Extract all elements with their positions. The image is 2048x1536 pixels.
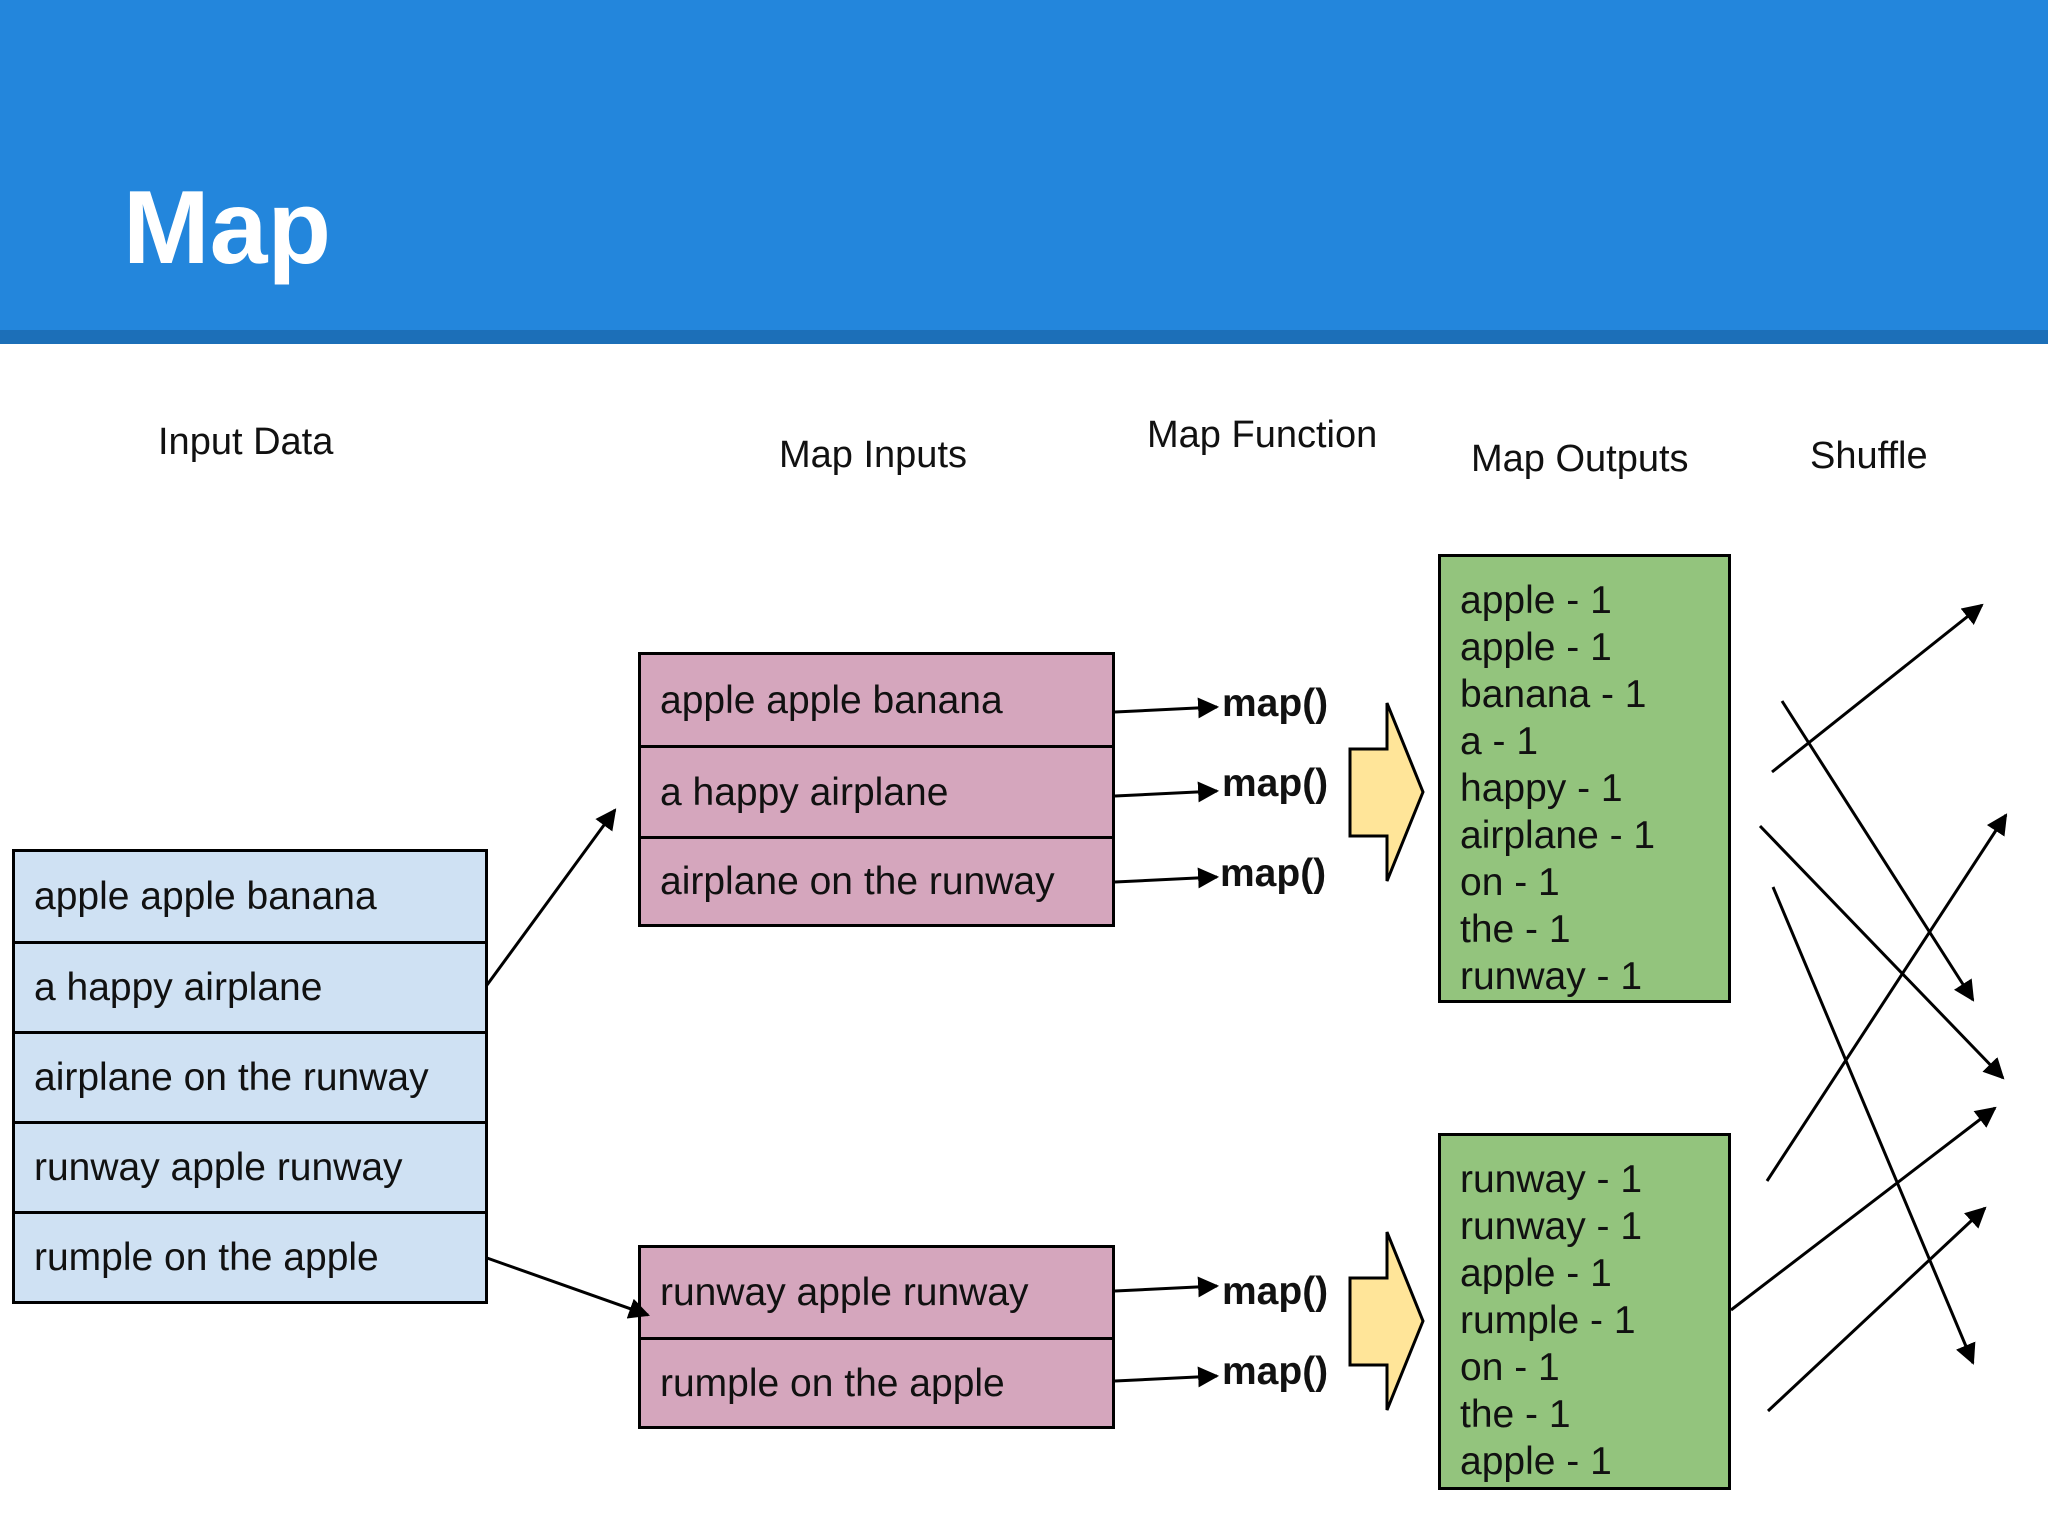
shuffle-arrow <box>1771 603 1984 774</box>
shuffle-arrow <box>1730 1106 1997 1312</box>
map-input-row: runway apple runway <box>641 1248 1112 1337</box>
column-label-shuffle: Shuffle <box>1810 435 1928 477</box>
map-input-row: airplane on the runway <box>641 836 1112 924</box>
map-input-row: rumple on the apple <box>641 1337 1112 1426</box>
map-output-pair: the - 1 <box>1460 908 1571 951</box>
map-output-pair: the - 1 <box>1460 1393 1571 1436</box>
map-arrow <box>1114 1276 1220 1298</box>
map-function-label: map() <box>1220 852 1327 895</box>
map-function-label: map() <box>1222 1270 1329 1313</box>
input-data-table: apple apple banana a happy airplane airp… <box>12 849 488 1304</box>
map-input-split-1: apple apple banana a happy airplane airp… <box>638 652 1115 927</box>
input-data-row: airplane on the runway <box>15 1031 485 1121</box>
map-input-row: a happy airplane <box>641 745 1112 836</box>
column-label-input-data: Input Data <box>158 421 334 463</box>
map-output-pair: apple - 1 <box>1460 579 1612 622</box>
split-arrow <box>485 808 617 986</box>
slide-header <box>0 0 2048 330</box>
shuffle-arrow <box>1766 1206 1987 1413</box>
map-output-box-1: apple - 1 apple - 1 banana - 1 a - 1 hap… <box>1438 554 1731 1003</box>
map-block-arrow <box>1348 702 1425 882</box>
map-output-box-2: runway - 1 runway - 1 apple - 1 rumple -… <box>1438 1133 1731 1490</box>
map-function-label: map() <box>1222 762 1329 805</box>
map-output-pair: runway - 1 <box>1460 955 1643 998</box>
map-block-arrow <box>1348 1231 1425 1411</box>
map-output-pair: banana - 1 <box>1460 673 1647 716</box>
shuffle-arrow <box>1780 700 1975 1002</box>
shuffle-arrow <box>1771 886 1976 1365</box>
map-output-pair: runway - 1 <box>1460 1205 1643 1248</box>
column-label-map-outputs: Map Outputs <box>1471 438 1689 480</box>
shuffle-arrow <box>1758 824 2005 1080</box>
input-data-row: rumple on the apple <box>15 1211 485 1301</box>
map-output-pair: on - 1 <box>1460 861 1560 904</box>
map-function-label: map() <box>1222 682 1329 725</box>
map-input-row: apple apple banana <box>641 655 1112 745</box>
map-function-label: map() <box>1222 1350 1329 1393</box>
header-stripe <box>0 330 2048 344</box>
map-output-pair: apple - 1 <box>1460 1440 1612 1483</box>
slide-title: Map <box>123 170 331 286</box>
input-data-row: a happy airplane <box>15 941 485 1031</box>
map-arrow <box>1114 697 1220 719</box>
map-output-pair: a - 1 <box>1460 720 1539 763</box>
column-label-map-function: Map Function <box>1147 414 1378 456</box>
shuffle-arrow <box>1765 813 2008 1182</box>
input-data-row: runway apple runway <box>15 1121 485 1211</box>
map-output-pair: airplane - 1 <box>1460 814 1656 857</box>
map-output-pair: happy - 1 <box>1460 767 1623 810</box>
map-arrow <box>1114 867 1220 889</box>
map-output-pair: runway - 1 <box>1460 1158 1643 1201</box>
map-output-pair: on - 1 <box>1460 1346 1560 1389</box>
map-arrow <box>1114 1366 1220 1388</box>
split-arrow <box>486 1256 650 1319</box>
map-input-split-2: runway apple runway rumple on the apple <box>638 1245 1115 1429</box>
column-label-map-inputs: Map Inputs <box>779 434 967 476</box>
input-data-row: apple apple banana <box>15 852 485 941</box>
map-output-pair: apple - 1 <box>1460 626 1612 669</box>
map-output-pair: apple - 1 <box>1460 1252 1612 1295</box>
map-output-pair: rumple - 1 <box>1460 1299 1636 1342</box>
map-arrow <box>1114 781 1220 803</box>
